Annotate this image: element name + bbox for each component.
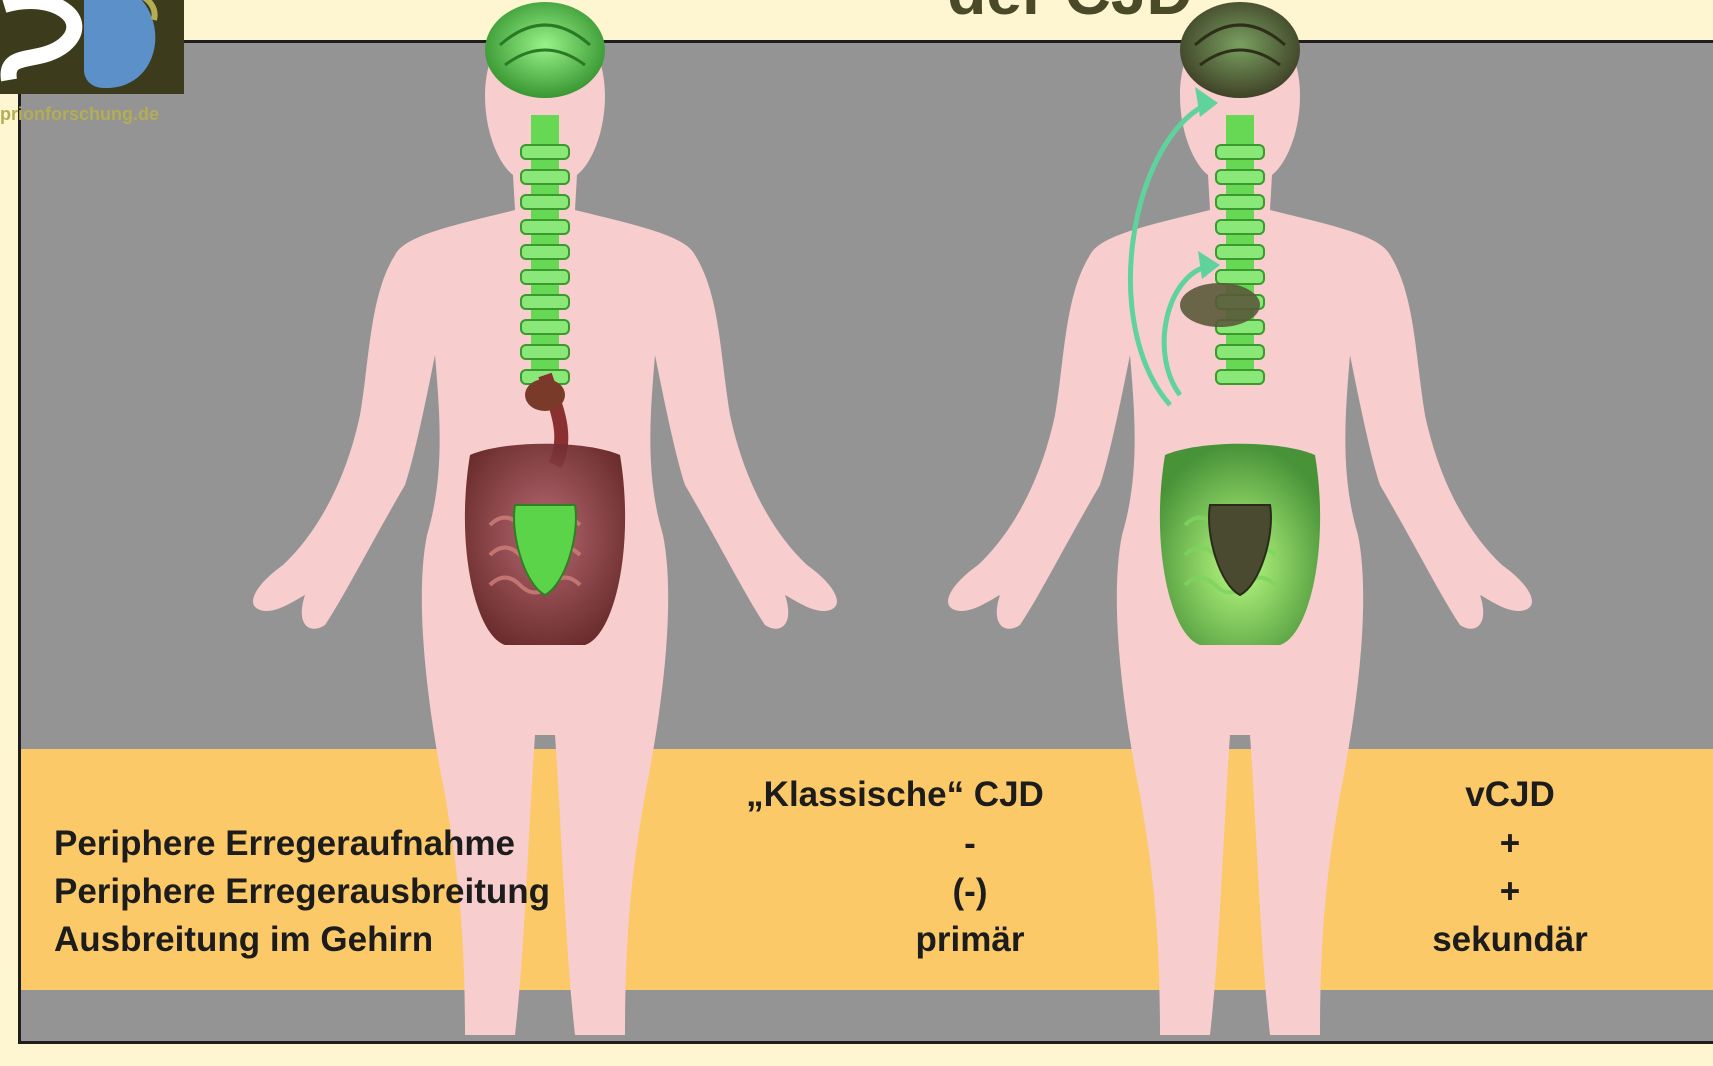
column-header-classic-cjd: „Klassische“ CJD (685, 775, 1105, 815)
row-label-brain-spread: Ausbreitung im Gehirn (54, 920, 433, 960)
row-label-peripheral-uptake: Periphere Erregeraufnahme (54, 824, 515, 864)
cell-classic-brain: primär (840, 920, 1100, 960)
column-header-vcjd: vCJD (1380, 775, 1640, 815)
cell-classic-uptake: - (840, 824, 1100, 864)
row-label-peripheral-spread: Periphere Erregerausbreitung (54, 872, 550, 912)
cell-vcjd-brain: sekundär (1380, 920, 1640, 960)
slide-title: der CJD (790, 0, 1350, 20)
logo-mark-icon (0, 0, 184, 94)
cell-vcjd-uptake: + (1380, 824, 1640, 864)
cell-classic-spread: (-) (840, 872, 1100, 912)
logo (0, 0, 184, 94)
cell-vcjd-spread: + (1380, 872, 1640, 912)
logo-url: prionforschung.de (0, 104, 185, 124)
